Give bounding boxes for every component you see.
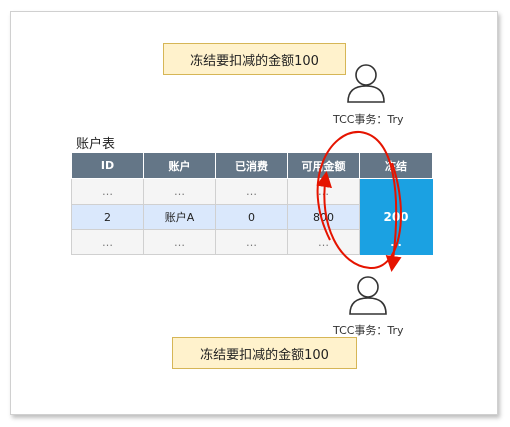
curved-arrow-icon — [316, 130, 402, 272]
cell: … — [71, 229, 144, 255]
callout-top: 冻结要扣减的金额100 — [163, 43, 346, 75]
user-icon — [349, 276, 387, 315]
user-label-top: TCC事务：Try — [333, 113, 404, 126]
table-title: 账户表 — [76, 137, 116, 152]
user-label-bottom: TCC事务：Try — [333, 324, 404, 337]
cell: … — [215, 178, 288, 205]
cell: … — [143, 229, 216, 255]
cell: … — [215, 229, 288, 255]
user-icon — [347, 64, 385, 103]
curved-arrow-icon — [316, 162, 402, 270]
callout-bottom: 冻结要扣减的金额100 — [172, 337, 357, 369]
header-available: 可用金额 — [287, 152, 360, 179]
cell-available: 800 — [287, 204, 360, 230]
cell-id: 2 — [71, 204, 144, 230]
header-id: ID — [71, 152, 144, 179]
cell-account: 账户A — [143, 204, 216, 230]
header-consumed: 已消费 — [215, 152, 288, 179]
cell: … — [143, 178, 216, 205]
